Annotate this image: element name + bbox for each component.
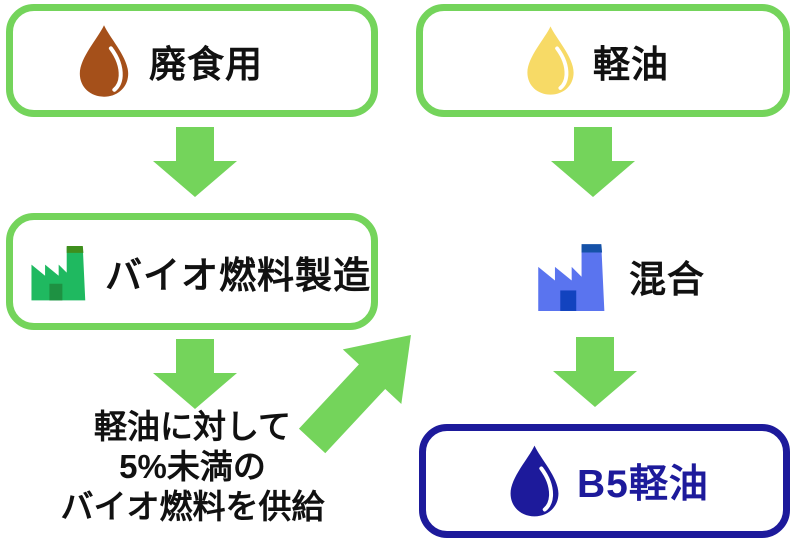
down-arrow-icon [153, 127, 237, 197]
node-mixing: 混合 [535, 238, 705, 314]
node-waste-oil-label: 廃食用 [149, 43, 263, 85]
node-diesel-label: 軽油 [593, 43, 669, 85]
factory-icon [538, 244, 605, 311]
node-b5-diesel: B5軽油 [419, 424, 790, 538]
supply-note-line-2: 5%未満の [119, 448, 266, 485]
supply-note-line-1: 軽油に対して [93, 408, 291, 445]
node-diesel: 軽油 [416, 4, 790, 117]
supply-note-line-3: バイオ燃料を供給 [60, 488, 325, 525]
oil-drop-icon [79, 24, 129, 97]
node-b5-diesel-label: B5軽油 [577, 463, 709, 506]
down-arrow-icon [553, 337, 637, 407]
factory-icon [31, 245, 86, 300]
up-right-arrow-icon [298, 334, 411, 454]
down-arrow-icon [551, 127, 635, 197]
oil-drop-icon [510, 445, 559, 517]
node-biofuel-plant: バイオ燃料製造 [6, 213, 378, 330]
node-mixing-label: 混合 [629, 259, 705, 300]
down-arrow-icon [153, 339, 237, 409]
node-biofuel-plant-label: バイオ燃料製造 [105, 254, 371, 296]
oil-drop-icon [527, 26, 574, 95]
node-waste-oil: 廃食用 [6, 4, 378, 117]
supply-note: 軽油に対して 5%未満の バイオ燃料を供給 [20, 407, 365, 527]
